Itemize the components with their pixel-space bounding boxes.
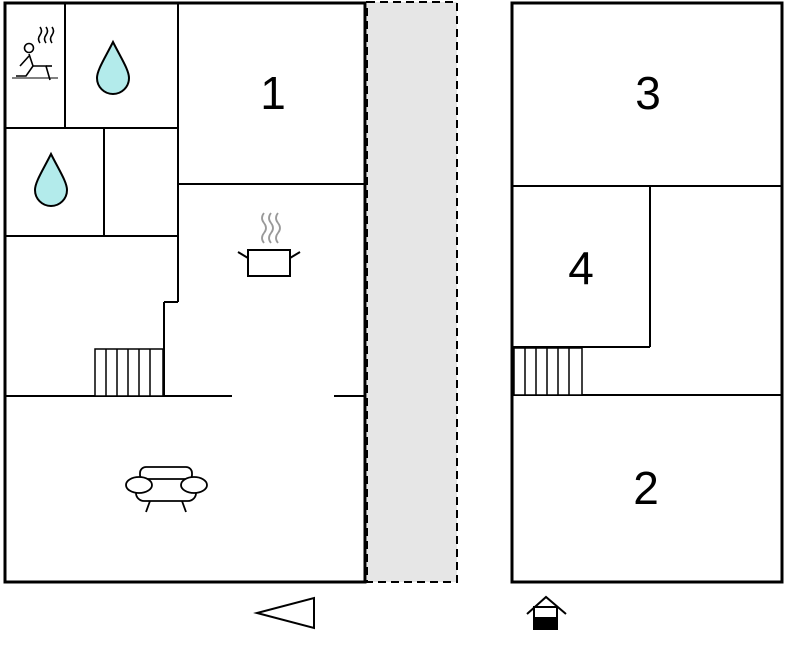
direction-arrow-icon bbox=[253, 596, 315, 630]
cooking-pot-icon bbox=[237, 212, 301, 277]
terrace-area bbox=[366, 1, 458, 583]
left-building: 1 bbox=[3, 1, 367, 584]
entrance-house-icon bbox=[526, 595, 567, 630]
water-drop-icon bbox=[33, 151, 69, 207]
stairs-icon bbox=[94, 348, 164, 397]
room-label-1: 1 bbox=[260, 67, 286, 119]
right-building-outline bbox=[510, 1, 784, 584]
left-building-outline bbox=[3, 1, 367, 584]
stairs-icon bbox=[513, 347, 583, 396]
sauna-icon bbox=[12, 26, 58, 81]
water-drop-icon bbox=[95, 39, 131, 95]
room-label-4: 4 bbox=[568, 242, 594, 294]
room-label-3: 3 bbox=[635, 67, 661, 119]
room-label-2: 2 bbox=[633, 462, 659, 514]
right-building: 3 4 2 bbox=[510, 1, 784, 584]
sofa-icon bbox=[125, 466, 208, 513]
